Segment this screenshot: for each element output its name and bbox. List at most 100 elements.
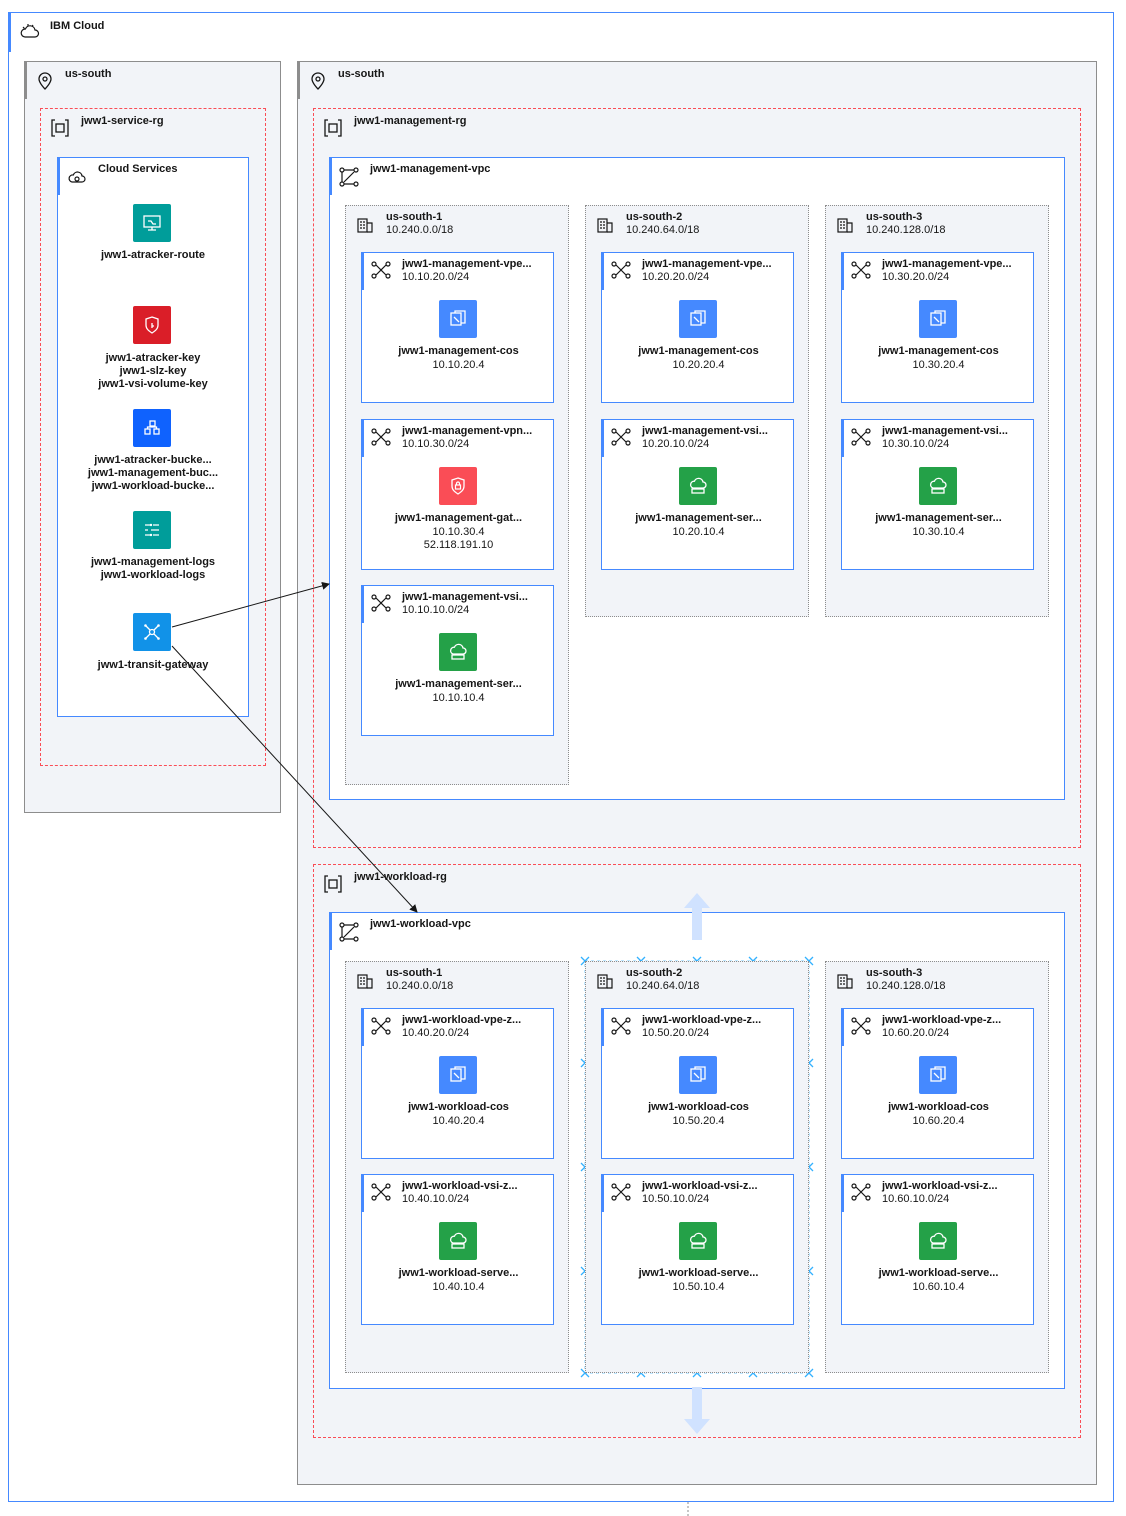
cloud-service-label[interactable]: jww1-atracker-route <box>57 249 249 262</box>
zone-cidr: 10.240.64.0/18 <box>626 224 700 236</box>
subnet-accent-bar <box>841 1174 844 1212</box>
subnet-accent-bar <box>601 252 604 290</box>
subnet-name[interactable]: jww1-management-vpn... <box>402 425 533 437</box>
subnet-service-name[interactable]: jww1-management-ser... <box>635 512 762 524</box>
subnet-name[interactable]: jww1-management-vpe... <box>642 258 772 270</box>
object-storage-icon[interactable] <box>439 300 477 338</box>
zone-building-icon <box>596 971 614 994</box>
subnet-service-ip: 10.40.10.4 <box>432 1281 485 1293</box>
subnet-service-name[interactable]: jww1-workload-serve... <box>878 1267 999 1279</box>
subnet-icon <box>611 428 631 451</box>
virtual-server-icon[interactable] <box>679 1222 717 1260</box>
subnet-name[interactable]: jww1-management-vsi... <box>882 425 1008 437</box>
subnet-icon <box>611 261 631 284</box>
virtual-server-icon[interactable] <box>439 1222 477 1260</box>
subnet-icon <box>371 1017 391 1040</box>
subnet-service-name[interactable]: jww1-workload-serve... <box>638 1267 759 1279</box>
subnet-service-name[interactable]: jww1-management-cos <box>878 345 999 357</box>
subnet-name[interactable]: jww1-workload-vsi-z... <box>402 1180 518 1192</box>
subnet-service-ip: 10.20.20.4 <box>672 359 725 371</box>
object-storage-icon[interactable] <box>679 300 717 338</box>
subnet-service-name[interactable]: jww1-management-ser... <box>875 512 1002 524</box>
subnet-service-name[interactable]: jww1-workload-serve... <box>398 1267 519 1279</box>
cloud-service-label[interactable]: jww1-atracker-bucke...jww1-management-bu… <box>57 454 249 493</box>
zone-name: us-south-3 <box>866 967 923 979</box>
subnet-icon <box>371 1183 391 1206</box>
virtual-server-icon-glyph <box>690 477 707 494</box>
vpn-gateway-icon[interactable] <box>439 467 477 505</box>
cloud-service-label[interactable]: jww1-transit-gateway <box>57 659 249 672</box>
subnet-icon <box>371 594 391 617</box>
object-storage-icon-glyph <box>690 310 706 326</box>
transit-gateway-icon-glyph <box>144 624 160 640</box>
rg-title: jww1-workload-rg <box>354 871 447 883</box>
subnet-name[interactable]: jww1-management-vpe... <box>402 258 532 270</box>
zone-building-icon <box>356 971 374 994</box>
bucket-icon[interactable] <box>133 409 171 447</box>
virtual-server-icon[interactable] <box>439 633 477 671</box>
cloud-title: IBM Cloud <box>50 20 105 32</box>
virtual-server-icon-glyph <box>690 1232 707 1249</box>
virtual-server-icon[interactable] <box>919 1222 957 1260</box>
subnet-service-name[interactable]: jww1-management-gat... <box>394 512 523 524</box>
subnet-name[interactable]: jww1-workload-vsi-z... <box>882 1180 998 1192</box>
virtual-server-icon-glyph <box>930 477 947 494</box>
subnet-service-name[interactable]: jww1-workload-cos <box>888 1101 989 1113</box>
key-protect-icon[interactable] <box>133 306 171 344</box>
object-storage-icon[interactable] <box>919 1056 957 1094</box>
zone-name: us-south-2 <box>626 211 683 223</box>
subnet-accent-bar <box>601 419 604 457</box>
cloud-service-label-line: jww1-atracker-route <box>101 249 205 261</box>
logs-icon[interactable] <box>133 511 171 549</box>
region-title: us-south <box>65 68 112 80</box>
services-accent-bar <box>57 157 60 195</box>
subnet-accent-bar <box>361 419 364 457</box>
transit-gateway-icon[interactable] <box>133 613 171 651</box>
subnet-name[interactable]: jww1-management-vsi... <box>642 425 768 437</box>
vpc-title: jww1-workload-vpc <box>370 918 471 930</box>
cloud-service-label-line: jww1-workload-logs <box>100 569 206 581</box>
subnet-service-name[interactable]: jww1-management-cos <box>398 345 519 357</box>
subnet-service-ip: 10.40.20.4 <box>432 1115 485 1127</box>
subnet-service-name[interactable]: jww1-management-ser... <box>395 678 522 690</box>
route-icon[interactable] <box>133 204 171 242</box>
virtual-server-icon[interactable] <box>919 467 957 505</box>
subnet-name[interactable]: jww1-management-vpe... <box>882 258 1012 270</box>
subnet-accent-bar <box>361 252 364 290</box>
subnet-cidr: 10.40.10.0/24 <box>402 1193 470 1205</box>
subnet-service-name[interactable]: jww1-management-cos <box>638 345 759 357</box>
virtual-server-icon[interactable] <box>679 467 717 505</box>
object-storage-icon[interactable] <box>679 1056 717 1094</box>
zone-cidr: 10.240.0.0/18 <box>386 980 454 992</box>
subnet-name[interactable]: jww1-workload-vpe-z... <box>882 1014 1002 1026</box>
subnet-icon <box>611 1017 631 1040</box>
subnet-service-ip: 10.30.10.4 <box>912 526 965 538</box>
subnet-name[interactable]: jww1-workload-vsi-z... <box>642 1180 758 1192</box>
cloud-service-label-line: jww1-workload-bucke... <box>91 480 215 492</box>
cloud-service-label-line: jww1-management-logs <box>90 556 216 568</box>
subnet-name[interactable]: jww1-workload-vpe-z... <box>642 1014 762 1026</box>
subnet-service-ip: 10.50.10.4 <box>672 1281 725 1293</box>
subnet-service-ip: 10.60.20.4 <box>912 1115 965 1127</box>
subnet-name[interactable]: jww1-management-vsi... <box>402 591 528 603</box>
zone-building-icon <box>836 971 854 994</box>
object-storage-icon[interactable] <box>919 300 957 338</box>
virtual-server-icon-glyph <box>450 643 467 660</box>
subnet-service-name[interactable]: jww1-workload-cos <box>648 1101 749 1113</box>
subnet-accent-bar <box>601 1008 604 1046</box>
subnet-service-ip: 10.10.20.4 <box>432 359 485 371</box>
subnet-service-name[interactable]: jww1-workload-cos <box>408 1101 509 1113</box>
zone-building-icon <box>836 215 854 238</box>
bucket-icon-glyph <box>144 420 160 435</box>
object-storage-icon[interactable] <box>439 1056 477 1094</box>
subnet-cidr: 10.30.20.0/24 <box>882 271 950 283</box>
subnet-name[interactable]: jww1-workload-vpe-z... <box>402 1014 522 1026</box>
